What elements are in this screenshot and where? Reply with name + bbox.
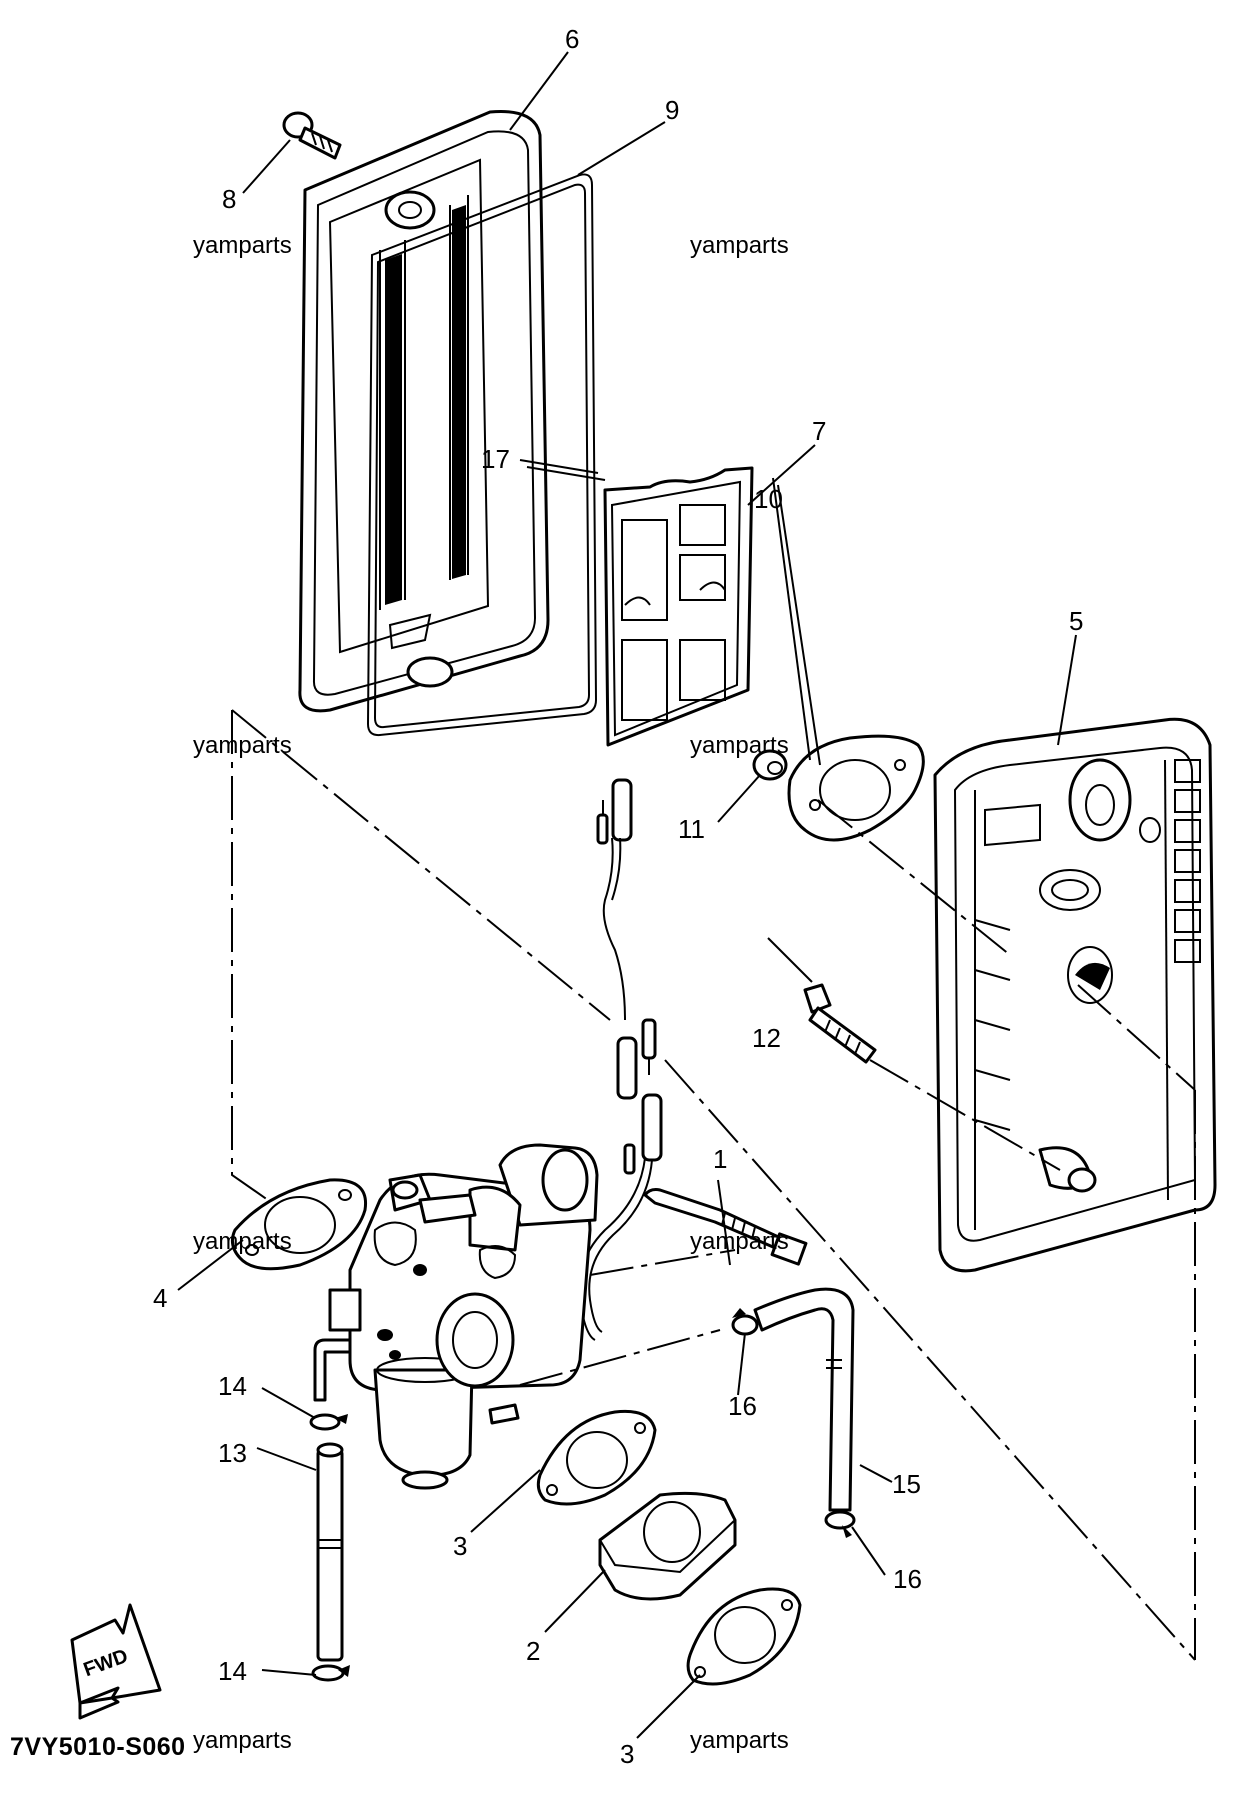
callout-13: 13 (218, 1438, 247, 1468)
watermark: yamparts (193, 1228, 292, 1255)
fuel-hose-13 (316, 1442, 344, 1662)
callout-3-lower: 3 (620, 1739, 634, 1769)
assembly-lines (231, 709, 1196, 1661)
watermark: yamparts (690, 1228, 789, 1255)
callout-3-upper: 3 (453, 1531, 467, 1561)
watermark: yamparts (690, 232, 789, 259)
watermark: yamparts (193, 732, 292, 759)
gasket-4 (230, 1178, 368, 1271)
callout-16-lower: 16 (893, 1564, 922, 1594)
callout-10: 10 (754, 484, 783, 514)
air-cleaner-case (298, 109, 550, 713)
callout-5: 5 (1069, 606, 1083, 636)
callout-16-upper: 16 (728, 1391, 757, 1421)
callout-1: 1 (713, 1144, 727, 1174)
watermarks: yamparts yamparts yamparts yamparts yamp… (193, 232, 789, 1754)
watermark: yamparts (690, 1727, 789, 1754)
callout-6: 6 (565, 24, 579, 54)
air-cleaner-box (933, 717, 1217, 1273)
callout-14-upper: 14 (218, 1371, 247, 1401)
clamp-16-lower (824, 1510, 856, 1538)
callout-9: 9 (665, 95, 679, 125)
clamp-16-upper (731, 1308, 759, 1336)
gasket-10 (787, 734, 925, 842)
watermark: yamparts (193, 232, 292, 259)
grommet-11 (752, 749, 788, 781)
bolt-12 (803, 983, 877, 1064)
callout-2: 2 (526, 1636, 540, 1666)
callout-8: 8 (222, 184, 236, 214)
clamp-14-upper (309, 1413, 348, 1431)
carburetor (313, 1143, 599, 1490)
watermark: yamparts (690, 732, 789, 759)
cable-tie (643, 1188, 808, 1266)
fwd-arrow-icon: FWD (70, 1603, 162, 1720)
callout-11: 11 (678, 814, 705, 844)
gasket-3-upper (536, 1409, 657, 1506)
callout-4: 4 (153, 1283, 167, 1313)
callout-12: 12 (752, 1023, 781, 1053)
clamp-14-lower (311, 1664, 350, 1682)
callout-7: 7 (812, 416, 826, 446)
gasket-3-lower (686, 1587, 802, 1686)
callout-labels: 6 9 8 7 5 11 17 10 12 1 4 14 13 16 15 3 … (153, 24, 1083, 1769)
spacer-2 (598, 1491, 737, 1601)
air-filter-element (603, 466, 754, 747)
leader-lines (177, 51, 1077, 1739)
diagram-code: 7VY5010-S060 (10, 1733, 186, 1761)
watermark: yamparts (193, 1727, 292, 1754)
callout-17: 17 (481, 444, 510, 474)
case-seal (366, 173, 598, 737)
screw-8 (282, 111, 342, 160)
callout-15: 15 (892, 1469, 921, 1499)
callout-14-lower: 14 (218, 1656, 247, 1686)
vent-grille (1174, 759, 1201, 963)
fuel-hose-15 (753, 1287, 855, 1512)
breather-wire-17 (578, 778, 663, 1341)
